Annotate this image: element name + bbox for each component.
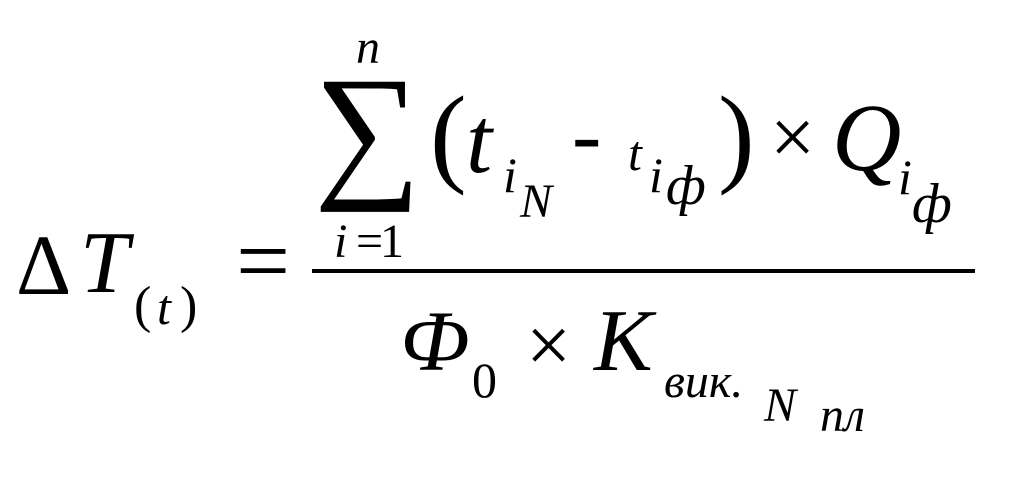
sum-lower-equals: = xyxy=(356,215,384,268)
numerator-t2-sub-phi: ф xyxy=(666,155,706,217)
lhs-sub-open-paren: ( xyxy=(134,277,152,334)
denominator-K-sub-pl: пл xyxy=(820,389,865,442)
denominator-Phi-sub-zero: 0 xyxy=(472,352,497,408)
numerator-Q: Q xyxy=(832,84,902,191)
denominator-K-sub-N: N xyxy=(764,379,797,432)
sum-lower-i: i xyxy=(334,215,348,268)
numerator-times-sign: × xyxy=(770,94,816,182)
denominator-Phi: Ф xyxy=(400,293,470,389)
numerator-t1-sub-i: i xyxy=(503,147,517,203)
lhs-sub-t: t xyxy=(157,279,171,335)
sum-lower-one: 1 xyxy=(380,215,404,268)
lhs-sub-close-paren: ) xyxy=(180,277,198,334)
lhs-T: T xyxy=(80,215,129,312)
denominator-K-sub: вик. xyxy=(664,355,744,408)
numerator-Q-sub-phi: ф xyxy=(912,173,952,235)
delta-symbol: Δ xyxy=(16,217,72,313)
numerator-t2-sub-i: i xyxy=(649,147,663,203)
minus-sign: - xyxy=(572,87,602,184)
numerator-Q-sub-i: i xyxy=(898,149,912,205)
numerator-close-paren: ) xyxy=(718,74,755,196)
denominator-K: K xyxy=(594,293,653,390)
sum-upper-limit: n xyxy=(356,21,380,74)
sigma-symbol: ∑ xyxy=(314,47,421,213)
numerator-t2: t xyxy=(628,125,642,181)
numerator-open-paren: ( xyxy=(430,74,467,196)
fraction-bar xyxy=(312,269,975,273)
denominator-times-sign: × xyxy=(526,302,572,390)
numerator-t1: t xyxy=(466,89,493,193)
numerator-t1-sub-N: N xyxy=(520,175,553,228)
equals-sign: = xyxy=(236,207,291,314)
